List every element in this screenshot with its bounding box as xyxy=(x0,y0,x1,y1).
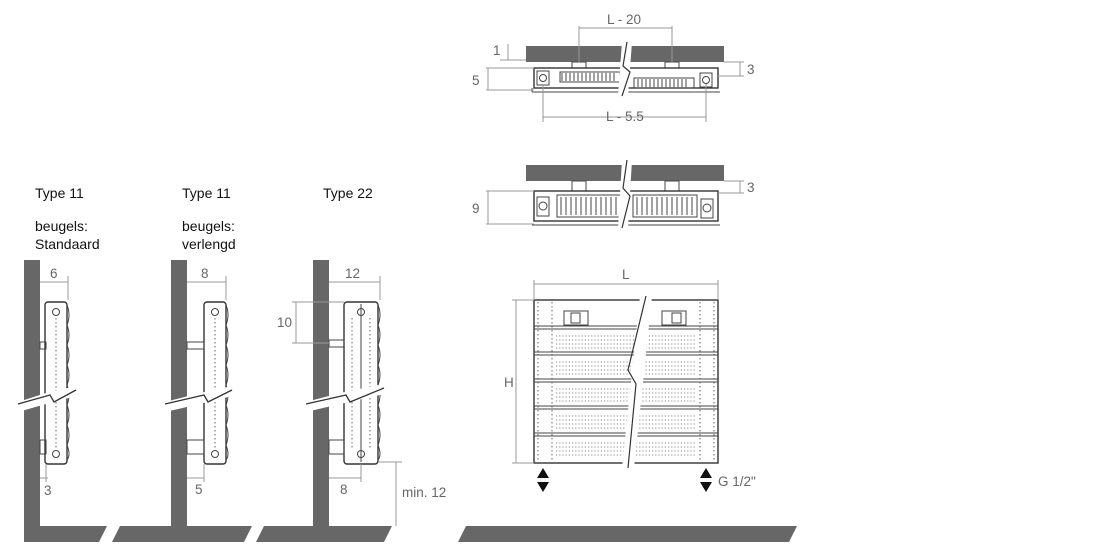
depth-dim: 6 xyxy=(50,266,58,281)
connection-arrow-left-icon xyxy=(537,468,549,492)
depth-dim: 8 xyxy=(201,266,209,281)
side-view-1: 6 3 xyxy=(17,260,77,528)
type22-depth-dim: 9 xyxy=(472,201,480,216)
top-view-type-22: 9 3 xyxy=(472,159,755,229)
wall xyxy=(24,260,40,528)
top-view-type-11: L - 20 1 5 3 L - 5.5 xyxy=(472,12,755,124)
bracket-spacing-dim: L - 20 xyxy=(607,12,641,27)
top-offset-dim: 10 xyxy=(277,315,292,330)
side-view-1-bracket-label: beugels: xyxy=(35,218,88,234)
side-view-1-type: Type 11 xyxy=(35,185,84,201)
front-view: L H G 1/2" xyxy=(504,267,756,492)
side-view-2-bracket-type: verlengd xyxy=(182,236,236,252)
bottom-offset-dim: 5 xyxy=(195,482,203,497)
wall-gap-dim: 1 xyxy=(493,43,501,58)
pipe-spacing-dim: L - 5.5 xyxy=(606,109,644,124)
floor xyxy=(24,526,797,542)
type11-depth-dim: 5 xyxy=(472,73,480,88)
bottom-offset-dim: 3 xyxy=(44,483,52,498)
side-view-2: 8 5 xyxy=(164,260,233,528)
connection-size-label: G 1/2" xyxy=(718,474,756,489)
side-view-3: 12 10 8 min. 12 xyxy=(277,260,446,528)
bottom-offset-dim: 8 xyxy=(340,482,348,497)
width-dim: L xyxy=(622,267,630,282)
side-view-2-bracket-label: beugels: xyxy=(182,218,235,234)
height-dim: H xyxy=(504,375,514,390)
wall xyxy=(313,260,329,528)
depth-dim: 12 xyxy=(345,266,360,281)
type22-bracket-offset-dim: 3 xyxy=(747,180,755,195)
side-view-2-type: Type 11 xyxy=(182,185,231,201)
connection-arrow-right-icon xyxy=(700,468,712,492)
side-view-1-bracket-type: Standaard xyxy=(35,236,100,252)
wall xyxy=(171,260,187,528)
side-view-3-type: Type 22 xyxy=(323,185,373,201)
floor-clearance-dim: min. 12 xyxy=(402,485,446,500)
bracket-offset-dim: 3 xyxy=(747,62,755,77)
